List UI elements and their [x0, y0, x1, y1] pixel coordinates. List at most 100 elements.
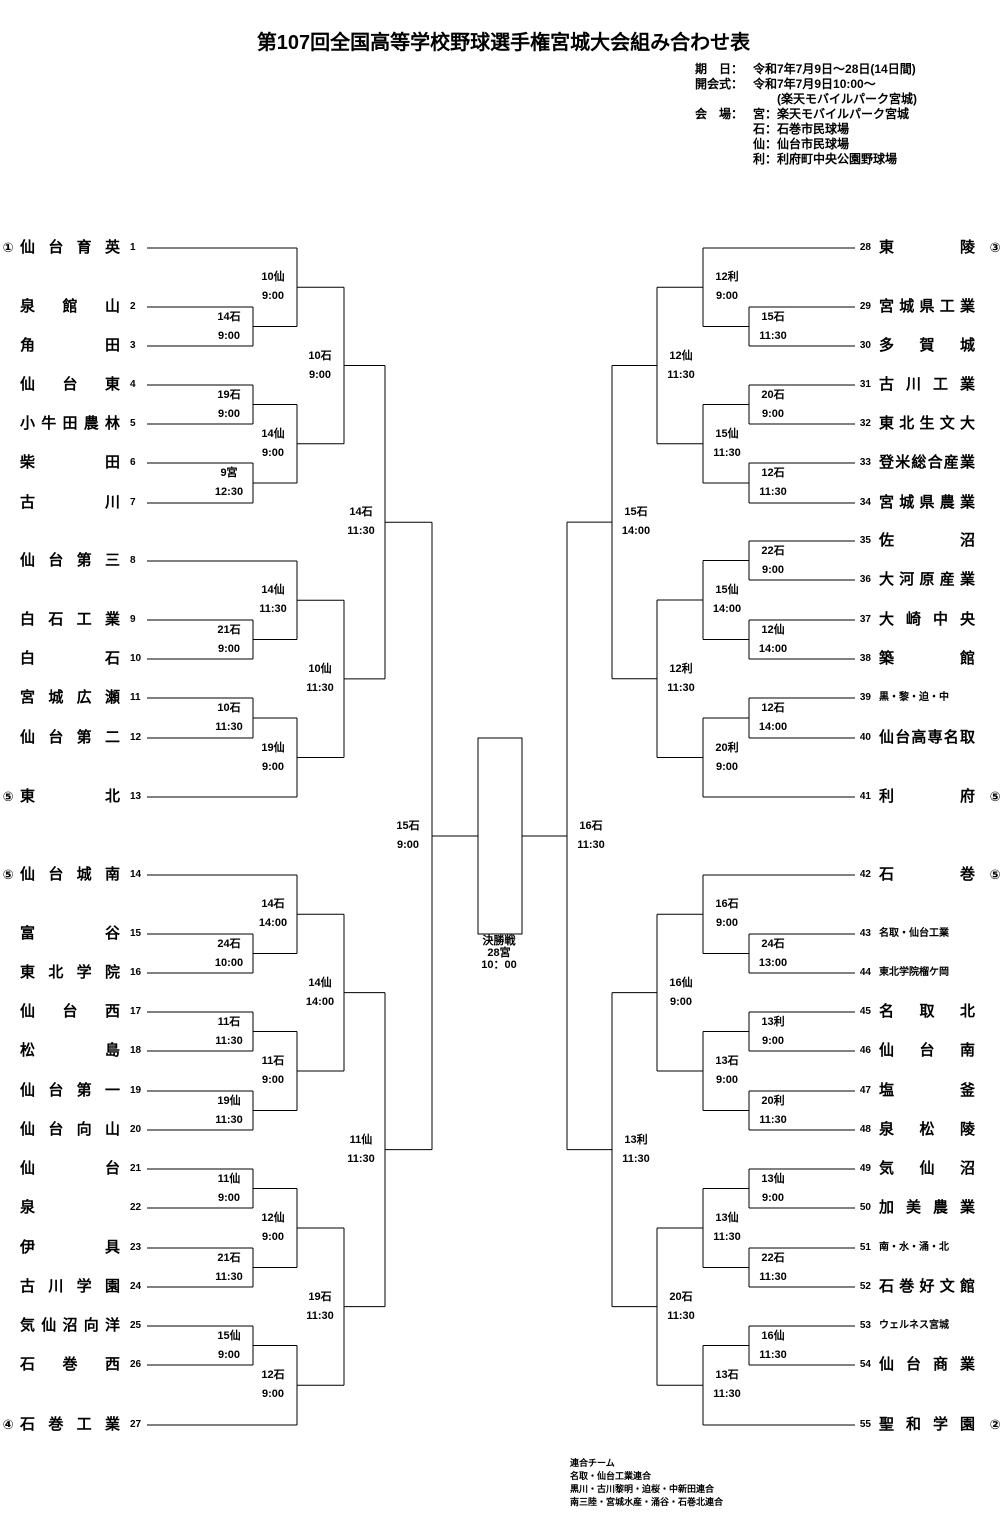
team-name-char: 央 [959, 611, 975, 628]
team-name-char: 松 [20, 1042, 36, 1059]
game-round-venue: 13仙 [715, 1212, 739, 1224]
team-name: 加美農業 [879, 1198, 975, 1218]
team-name: 名取北 [879, 1002, 975, 1022]
team-name-char: 業 [104, 1416, 120, 1433]
team-number: 18 [130, 1045, 142, 1056]
info-label: 期 日： [695, 62, 744, 76]
team-name: 利府 [879, 787, 975, 807]
team-name: 仙台 [20, 1159, 120, 1179]
team-name-char: 院 [104, 964, 120, 981]
team-number: 31 [859, 379, 871, 390]
team-name-char: 巻 [899, 1278, 915, 1295]
team-name: 仙台第一 [20, 1081, 120, 1101]
game-round-venue: 15石 [761, 310, 785, 323]
game-time: 11:30 [713, 1231, 741, 1243]
team-name-char: 台 [48, 1082, 64, 1099]
team-name: 古川学園 [20, 1277, 120, 1297]
team-name: 仙台育英 [20, 238, 120, 258]
game-time: 9:00 [761, 1034, 785, 1047]
team-name-char: 田 [104, 337, 120, 354]
game-time: 11:30 [622, 1152, 650, 1165]
game-time: 9:00 [217, 329, 241, 342]
team-name: 小牛田農林 [20, 414, 120, 434]
game-time: 9:00 [261, 446, 285, 459]
team-name-char: 白 [20, 650, 36, 667]
team-name-char: 産 [939, 571, 955, 588]
team-name: 泉 [20, 1198, 120, 1218]
team-name-char: 城 [899, 494, 915, 511]
team-name-char: 業 [959, 298, 975, 315]
team-name: ウェルネス宮城 [879, 1320, 949, 1331]
union-line: 南三陸・宮城水産・涌谷・石巻北連合 [570, 1497, 724, 1507]
team-number: 36 [859, 574, 871, 585]
game-time: 11:30 [215, 1034, 243, 1047]
team-name-char: 城 [899, 298, 915, 315]
seed-mark: ② [989, 1417, 1001, 1432]
team-number: 24 [130, 1281, 142, 1292]
info-label: 会 場： [695, 107, 744, 121]
team-number: 3 [130, 340, 136, 351]
team-name: 柴田 [20, 453, 120, 473]
team-name-char: 好 [919, 1278, 935, 1295]
game-round-venue: 20石 [669, 1290, 693, 1303]
team-name-char: 学 [932, 1416, 948, 1433]
team-name-char: 仙 [41, 1317, 57, 1334]
team-name: 白石工業 [20, 610, 120, 630]
game-time: 14:00 [258, 917, 288, 930]
team-name-char: 加 [879, 1199, 895, 1216]
info-value: 仙：仙台市民球場 [753, 137, 850, 151]
team-name-char: 文 [939, 415, 955, 432]
team-name-char: 園 [959, 1416, 975, 1433]
game-time: 11:30 [259, 603, 287, 616]
team-number: 42 [859, 869, 871, 880]
team-number: 21 [130, 1163, 142, 1174]
team-name-char: 聖 [879, 1416, 895, 1433]
team-number: 20 [130, 1124, 142, 1135]
team-name-char: 向 [76, 1121, 92, 1138]
team-name-char: 農 [83, 415, 99, 432]
team-name-char: 林 [104, 415, 120, 432]
game-round-venue: 10仙 [308, 662, 332, 675]
final-venue: 28宮 [487, 947, 511, 959]
team-name-char: 川 [104, 494, 120, 511]
team-name-char: 生 [919, 415, 935, 432]
team-name-char: 仙 [919, 1160, 935, 1177]
game-time: 11:30 [759, 1348, 787, 1361]
team-name-char: 具 [104, 1239, 120, 1256]
team-name-char: 英 [104, 239, 120, 256]
team-name-char: 東 [879, 415, 895, 432]
team-number: 16 [130, 967, 142, 978]
team-name: 仙台高専名取 [879, 728, 975, 748]
team-name-char: 西 [104, 1003, 120, 1020]
team-number: 14 [130, 869, 142, 880]
team-name-char: 気 [879, 1160, 895, 1177]
team-name-char: 業 [959, 1356, 975, 1373]
game-label: 13仙 11:30 [692, 1209, 762, 1247]
game-round-venue: 20利 [715, 741, 739, 754]
game-time: 9:00 [261, 290, 285, 303]
team-number: 47 [859, 1085, 871, 1096]
team-number: 17 [130, 1006, 142, 1017]
union-heading: 連合チーム [570, 1458, 615, 1468]
team-name-char: 仙 [879, 1356, 895, 1373]
final-time: 10：00 [481, 959, 517, 971]
team-name-char: 宮 [879, 494, 895, 511]
team-name: 仙台第三 [20, 551, 120, 571]
team-name: 多賀城 [879, 336, 975, 356]
